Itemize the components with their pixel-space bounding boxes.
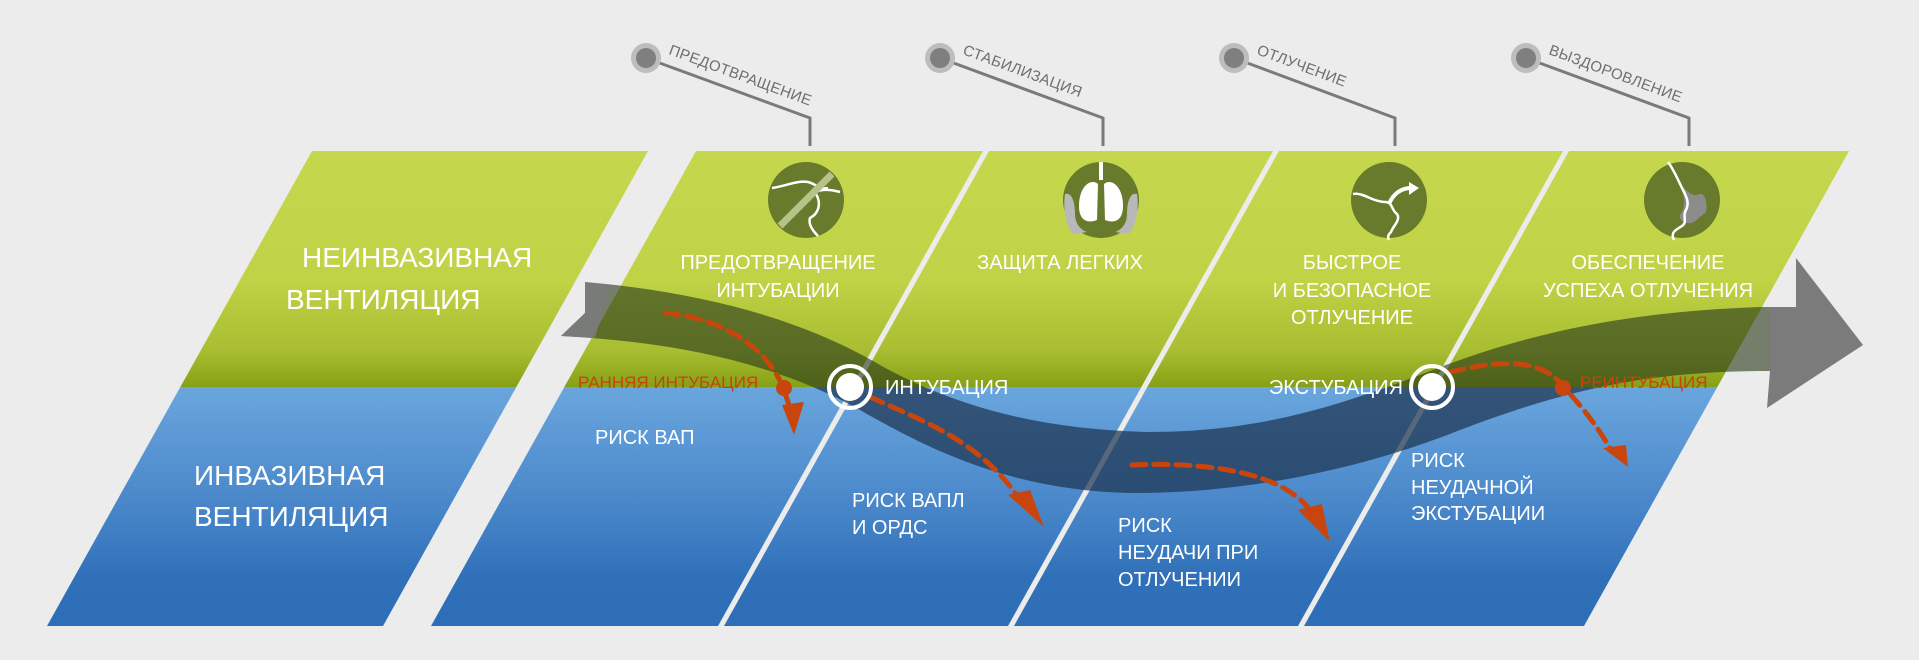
no-intubation-icon (768, 162, 844, 238)
goal-line: ЗАЩИТА ЛЕГКИХ (977, 252, 1143, 274)
goal-line: ОБЕСПЕЧЕНИЕ (1571, 252, 1724, 274)
risk-line: РИСК (1411, 450, 1465, 472)
risk-weaning-failure: РИСК НЕУДАЧИ ПРИ ОТЛУЧЕНИИ (1118, 515, 1258, 591)
risk-line: НЕУДАЧИ ПРИ (1118, 542, 1258, 564)
phase-callout-0: ПРЕДОТВРАЩЕНИЕ (631, 42, 814, 146)
goal-line: И БЕЗОПАСНОЕ (1273, 280, 1431, 302)
arrowhead-weaning (1298, 504, 1330, 542)
risk-path-early-intubation (662, 310, 793, 411)
patient-pathway-band (561, 258, 1863, 494)
early-intubation-dot (776, 380, 792, 396)
risk-vap: РИСК ВАП (595, 427, 695, 449)
phase-label: ПРЕДОТВРАЩЕНИЕ (667, 42, 814, 110)
panel-green-0 (180, 151, 648, 387)
row-label-invasive-line1: ИНВАЗИВНАЯ (194, 460, 385, 491)
risk-vali-ards: РИСК ВАПЛ И ОРДС (852, 490, 965, 539)
row-label-noninvasive-line1: НЕИНВАЗИВНАЯ (302, 242, 532, 273)
band-green-part (561, 282, 1800, 387)
risk-line: ЭКСТУБАЦИИ (1411, 503, 1545, 525)
reintubation-dot (1555, 380, 1571, 396)
goal-lung-protection: ЗАЩИТА ЛЕГКИХ (977, 252, 1143, 274)
extubation-label: ЭКСТУБАЦИЯ (1269, 377, 1403, 399)
protected-lungs-icon (1063, 162, 1139, 238)
intubation-marker (827, 364, 873, 410)
row-label-noninvasive-line2: ВЕНТИЛЯЦИЯ (286, 284, 480, 315)
arrowhead-vali (1008, 490, 1044, 527)
panel-blue-1 (431, 387, 852, 626)
pathway-arrow-head (1767, 258, 1863, 408)
goal-line: ИНТУБАЦИИ (716, 280, 839, 302)
recovery-profile-icon (1644, 161, 1720, 241)
goal-line: ПРЕДОТВРАЩЕНИЕ (680, 252, 875, 274)
goal-line: УСПЕХА ОТЛУЧЕНИЯ (1543, 280, 1753, 302)
band-tail (561, 282, 610, 338)
risk-line: НЕУДАЧНОЙ (1411, 475, 1534, 499)
goal-line: БЫСТРОЕ (1303, 252, 1402, 274)
goal-prevent-intubation: ПРЕДОТВРАЩЕНИЕ ИНТУБАЦИИ (680, 252, 875, 302)
goal-line: ОТЛУЧЕНИЕ (1291, 307, 1413, 329)
weaning-arrow-icon (1351, 162, 1427, 241)
row-label-invasive: ИНВАЗИВНАЯ ВЕНТИЛЯЦИЯ (194, 460, 388, 532)
arrowhead-early-intubation (782, 402, 804, 435)
band-blue-part (812, 387, 1601, 494)
risk-extubation-failure: РИСК НЕУДАЧНОЙ ЭКСТУБАЦИИ (1411, 450, 1545, 525)
risk-line: РИСК ВАПЛ (852, 490, 965, 512)
callout-leader-line (1525, 56, 1691, 146)
intubation-label: ИНТУБАЦИЯ (885, 377, 1008, 399)
row-label-noninvasive: НЕИНВАЗИВНАЯ ВЕНТИЛЯЦИЯ (286, 242, 532, 315)
phase-callouts: ПРЕДОТВРАЩЕНИЕ СТАБИЛИЗАЦИЯ ОТЛУЧЕНИЕ ВЫЗДО… (631, 42, 1691, 146)
goal-fast-safe-weaning: БЫСТРОЕ И БЕЗОПАСНОЕ ОТЛУЧЕНИЕ (1273, 252, 1431, 329)
phase-callout-1: СТАБИЛИЗАЦИЯ (925, 42, 1105, 146)
risk-line: РИСК (1118, 515, 1172, 537)
row-label-invasive-line2: ВЕНТИЛЯЦИЯ (194, 501, 388, 532)
risk-line: И ОРДС (852, 517, 927, 539)
reintubation-label: РЕИНТУБАЦИЯ (1580, 373, 1708, 392)
panel-blue-0 (47, 387, 517, 626)
risk-line: ОТЛУЧЕНИИ (1118, 569, 1241, 591)
callout-leader-line (1233, 56, 1397, 146)
panel-green-3 (1147, 151, 1563, 387)
panel-green-2 (857, 151, 1273, 387)
goal-labels: ПРЕДОТВРАЩЕНИЕ ИНТУБАЦИИ ЗАЩИТА ЛЕГКИХ Б… (680, 252, 1753, 329)
risk-path-vali (867, 394, 1023, 503)
early-intubation-label: РАННЯЯ ИНТУБАЦИЯ (578, 373, 758, 392)
risk-arrowheads (776, 380, 1628, 542)
extubation-marker (1409, 364, 1455, 410)
risk-labels: РИСК ВАП РИСК ВАПЛ И ОРДС РИСК НЕУДАЧИ П… (595, 427, 1545, 591)
phase-callout-3: ВЫЗДОРОВЛЕНИЕ (1511, 42, 1691, 146)
risk-path-weaning (1129, 461, 1313, 513)
callout-leader-line (939, 56, 1105, 146)
goal-ensure-weaning-success: ОБЕСПЕЧЕНИЕ УСПЕХА ОТЛУЧЕНИЯ (1543, 252, 1753, 302)
arrowhead-extubation (1603, 445, 1628, 467)
callout-leader-line (645, 56, 812, 146)
phase-callout-2: ОТЛУЧЕНИЕ (1219, 42, 1397, 146)
